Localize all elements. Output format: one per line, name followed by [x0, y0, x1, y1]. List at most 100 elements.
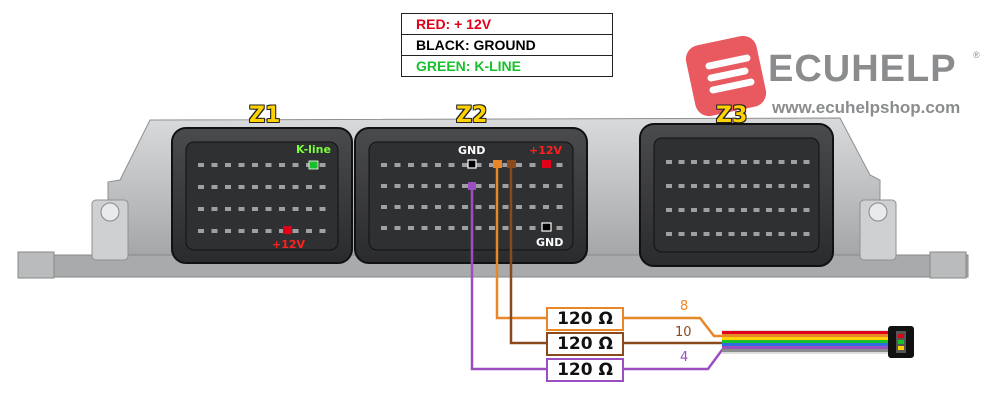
connector-pin: [502, 163, 509, 167]
connector-z1: [171, 127, 353, 264]
z1-kline-pin: [308, 160, 319, 170]
connector-pin: [421, 226, 428, 230]
connector-pin: [728, 184, 735, 188]
connector-pin: [489, 226, 495, 230]
connector-pin: [778, 208, 785, 212]
z2-orange-pin: [493, 160, 502, 168]
connector-pin: [319, 207, 326, 211]
connector-pin: [408, 205, 414, 209]
connector-pin: [252, 163, 258, 167]
connector-pin: [211, 229, 218, 233]
connector-pin: [778, 160, 785, 164]
z1-12v-pin: [283, 226, 292, 234]
connector-pin: [462, 163, 468, 167]
pin-label-z1-12v: +12V: [272, 238, 306, 251]
connector-pin: [279, 229, 285, 233]
connector-label-z1: Z1: [249, 103, 281, 128]
connector-pin: [319, 163, 326, 167]
connector-pin: [678, 232, 685, 236]
connector-pin: [766, 208, 772, 212]
z2-12v-pin: [542, 160, 551, 168]
connector-pin: [556, 163, 563, 167]
connector-pin: [666, 208, 672, 212]
connector-pin: [198, 207, 204, 211]
connector-pin: [543, 205, 549, 209]
connector-pin: [211, 185, 218, 189]
wire-number-brown: 10: [675, 325, 692, 340]
connector-pin: [516, 184, 522, 188]
connector-pin: [778, 232, 785, 236]
connector-pin: [543, 184, 549, 188]
connector-pin: [211, 207, 218, 211]
connector-pin: [238, 207, 245, 211]
connector-pin: [529, 184, 536, 188]
pin-label-z2-gnd-bottom: GND: [536, 236, 564, 249]
connector-pin: [279, 207, 285, 211]
connector-pin: [306, 185, 312, 189]
connector-pin: [489, 184, 495, 188]
connector-pin: [225, 163, 231, 167]
connector-pin: [791, 184, 797, 188]
connector-pin: [448, 205, 455, 209]
connector-pin: [292, 207, 299, 211]
connector-pin: [265, 163, 272, 167]
connector-pin: [211, 163, 218, 167]
connector-pin: [678, 208, 685, 212]
connector-pin: [556, 205, 563, 209]
connector-pin: [753, 184, 760, 188]
brand: ECUHELP ® www.ecuhelpshop.com: [688, 36, 983, 117]
connector-pin: [381, 184, 387, 188]
connector-pin: [529, 163, 536, 167]
connector-pin: [225, 207, 231, 211]
connector-pin: [728, 232, 735, 236]
connector-pin: [691, 160, 697, 164]
connector-pin: [716, 160, 722, 164]
connector-pin: [728, 160, 735, 164]
connector-pin: [716, 208, 722, 212]
connector-pin: [292, 163, 299, 167]
connector-pin: [703, 184, 710, 188]
connector-pin: [408, 163, 414, 167]
connector-pin: [408, 184, 414, 188]
connector-pin: [766, 232, 772, 236]
connector-pin: [421, 184, 428, 188]
color-legend: RED: + 12V BLACK: GROUND GREEN: K-LINE: [401, 13, 613, 77]
connector-pin: [489, 163, 495, 167]
connector-pin: [252, 229, 258, 233]
legend-red: RED: + 12V: [402, 14, 612, 35]
connector-pin: [778, 184, 785, 188]
connector-pin: [803, 208, 810, 212]
connector-pin: [381, 205, 387, 209]
wire-number-purple: 4: [680, 350, 689, 365]
connector-pin: [666, 232, 672, 236]
connector-pin: [238, 185, 245, 189]
connector-pin: [703, 208, 710, 212]
connector-pin: [803, 160, 810, 164]
connector-pin: [462, 226, 468, 230]
connector-pin: [306, 207, 312, 211]
connector-z3: [639, 123, 834, 267]
connector-pin: [803, 184, 810, 188]
connector-pin: [766, 160, 772, 164]
connector-pin: [766, 184, 772, 188]
connector-pin: [265, 229, 272, 233]
connector-pin: [394, 205, 401, 209]
connector-pin: [678, 184, 685, 188]
connector-pin: [198, 185, 204, 189]
z2-gnd-top-pin: [467, 159, 477, 169]
connector-pin: [225, 229, 231, 233]
z2-purple-pin: [468, 182, 476, 190]
connector-pin: [252, 207, 258, 211]
connector-pin: [421, 205, 428, 209]
connector-pin: [252, 185, 258, 189]
connector-pin: [448, 163, 455, 167]
connector-pin: [319, 229, 326, 233]
connector-pin: [435, 163, 441, 167]
connector-pin: [381, 226, 387, 230]
connector-label-z2: Z2: [456, 103, 488, 128]
connector-pin: [292, 229, 299, 233]
connector-pin: [408, 226, 414, 230]
connector-pin: [516, 205, 522, 209]
connector-pin: [475, 184, 482, 188]
